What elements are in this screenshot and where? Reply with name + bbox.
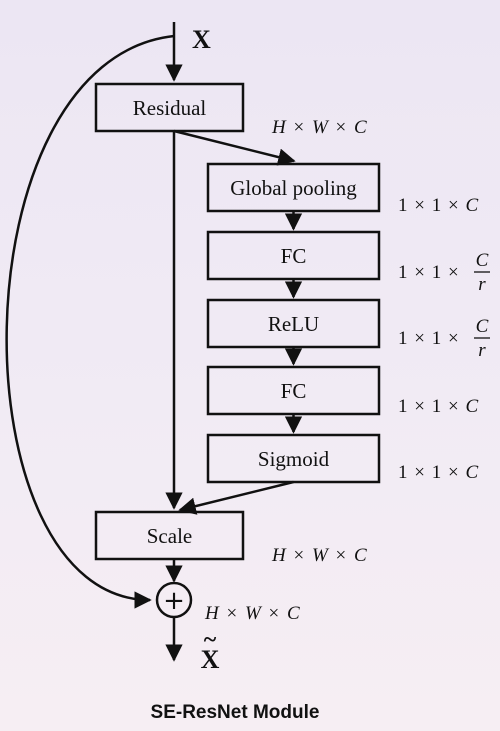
- diagram-caption: SE-ResNet Module: [151, 702, 320, 723]
- residual-block: Residual: [94, 82, 245, 133]
- fc1-dims-denominator: r: [478, 274, 486, 295]
- sigmoid-dims: 1 × 1 × C: [398, 462, 478, 483]
- residual-label: Residual: [133, 96, 207, 120]
- sum-dims: H × W × C: [204, 603, 300, 624]
- input-label: X: [192, 25, 211, 54]
- sigmoid-block: Sigmoid: [206, 433, 381, 484]
- relu-dims: 1 × 1 × C r: [398, 316, 490, 361]
- relu-dims-numerator: C: [476, 316, 489, 337]
- relu-label: ReLU: [268, 312, 319, 336]
- fc2-label: FC: [281, 379, 307, 403]
- residual-dims: H × W × C: [271, 117, 367, 138]
- fc1-dims-numerator: C: [476, 250, 489, 271]
- plus-icon: +: [163, 586, 185, 616]
- output-tilde: ~: [204, 627, 217, 653]
- scale-block: Scale: [94, 510, 245, 561]
- residual-to-pooling-arrow: [173, 129, 296, 166]
- output-label: ~ X: [201, 627, 220, 674]
- fc2-dims: 1 × 1 × C: [398, 396, 478, 417]
- scale-dims: H × W × C: [271, 545, 367, 566]
- sigmoid-to-scale-arrow: [178, 480, 294, 515]
- fc1-dims: 1 × 1 × C r: [398, 250, 490, 295]
- output-variable: X: [201, 645, 220, 674]
- relu-block: ReLU: [206, 298, 381, 349]
- fc2-block: FC: [206, 365, 381, 416]
- sum-node: +: [155, 581, 193, 619]
- sigmoid-label: Sigmoid: [258, 447, 330, 471]
- fc1-block: FC: [206, 230, 381, 281]
- fc1-label: FC: [281, 244, 307, 268]
- global-pooling-dims: 1 × 1 × C: [398, 195, 478, 216]
- relu-dims-denominator: r: [478, 340, 486, 361]
- svg-text:1 × 1 ×: 1 × 1 ×: [398, 262, 459, 283]
- svg-text:1 × 1 ×: 1 × 1 ×: [398, 328, 459, 349]
- scale-label: Scale: [147, 524, 192, 548]
- skip-connection-arrow: [5, 34, 175, 609]
- global-pooling-block: Global pooling: [206, 162, 381, 213]
- global-pooling-label: Global pooling: [230, 176, 357, 200]
